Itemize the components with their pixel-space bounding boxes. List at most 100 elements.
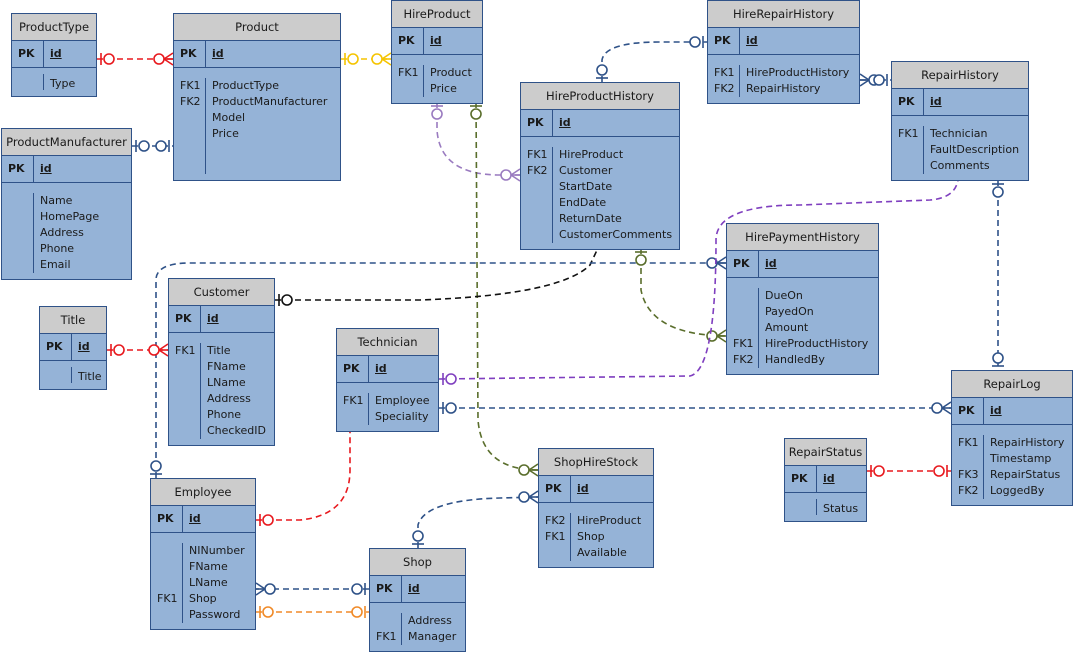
key-label bbox=[527, 179, 552, 195]
entity-title: Shop bbox=[370, 549, 465, 576]
field-email: Email bbox=[40, 258, 71, 271]
relationship-technician-repair-log bbox=[439, 401, 952, 415]
key-label bbox=[545, 545, 570, 561]
field-repair-status: RepairStatus bbox=[990, 468, 1061, 481]
key-label bbox=[157, 607, 182, 623]
key-label bbox=[8, 209, 33, 225]
field-checked-id: CheckedID bbox=[207, 424, 266, 437]
pk-label: PK bbox=[952, 398, 984, 424]
crows-foot-icon bbox=[716, 262, 727, 270]
entity-title: RepairStatus bbox=[785, 439, 866, 466]
relationship-shop-shop-hire-stock bbox=[412, 490, 539, 548]
field-end-date: EndDate bbox=[559, 196, 607, 209]
entity-title: HireRepairHistory bbox=[708, 1, 859, 28]
pk-label: PK bbox=[785, 466, 817, 492]
field-phone: Phone bbox=[40, 242, 75, 255]
entity-title: Title bbox=[40, 307, 106, 334]
key-label: FK1 bbox=[898, 127, 919, 140]
key-label: FK1 bbox=[527, 148, 548, 161]
crows-foot-icon bbox=[941, 407, 952, 415]
field-repair-history: RepairHistory bbox=[746, 82, 821, 95]
key-label bbox=[733, 320, 758, 336]
zero-circle-icon bbox=[500, 169, 512, 181]
key-label bbox=[898, 158, 923, 174]
field-employee: Employee bbox=[375, 394, 430, 407]
pk-field: id bbox=[408, 582, 420, 595]
pk-field: id bbox=[930, 95, 942, 108]
key-label bbox=[157, 543, 182, 559]
entity-title: Technician bbox=[337, 329, 438, 356]
zero-circle-icon bbox=[931, 402, 943, 414]
zero-circle-icon bbox=[150, 460, 162, 472]
crows-foot-icon bbox=[716, 335, 727, 343]
field-lname: LName bbox=[207, 376, 246, 389]
entity-title: RepairLog bbox=[952, 371, 1072, 398]
relationship-technician-repair-history bbox=[438, 160, 965, 385]
zero-circle-icon bbox=[113, 344, 125, 356]
key-label: FK2 bbox=[733, 353, 754, 366]
field-phone: Phone bbox=[207, 408, 242, 421]
pk-field: id bbox=[765, 257, 777, 270]
key-label bbox=[791, 499, 816, 515]
key-label: FK2 bbox=[958, 484, 979, 497]
key-label bbox=[175, 391, 200, 407]
relationship-repair-status-repair-log bbox=[867, 465, 951, 477]
relationship-shop-employee bbox=[255, 582, 369, 596]
key-label: FK2 bbox=[545, 514, 566, 527]
zero-circle-icon bbox=[445, 373, 457, 385]
key-label bbox=[527, 211, 552, 227]
key-label bbox=[376, 613, 401, 629]
zero-circle-icon bbox=[351, 606, 363, 618]
key-label: FK2 bbox=[180, 95, 201, 108]
key-label: FK3 bbox=[958, 468, 979, 481]
key-label bbox=[527, 195, 552, 211]
zero-circle-icon bbox=[518, 491, 530, 503]
field-amount: Amount bbox=[765, 321, 809, 334]
field-technician: Technician bbox=[930, 127, 988, 140]
zero-circle-icon bbox=[431, 108, 443, 120]
pk-field: id bbox=[212, 47, 224, 60]
relationship-line bbox=[436, 102, 520, 176]
entity-title: ProductManufacturer bbox=[2, 129, 131, 156]
field-comments: Comments bbox=[930, 159, 990, 172]
crows-foot-icon bbox=[255, 588, 266, 596]
zero-circle-icon bbox=[518, 464, 530, 476]
zero-circle-icon bbox=[992, 352, 1004, 364]
field-fault-description: FaultDescription bbox=[930, 143, 1020, 156]
key-label bbox=[18, 74, 43, 90]
pk-field: id bbox=[375, 362, 387, 375]
entity-title: Customer bbox=[169, 279, 274, 306]
key-label: FK2 bbox=[527, 164, 548, 177]
field-manager: Manager bbox=[408, 630, 457, 643]
zero-circle-icon bbox=[873, 465, 885, 477]
crows-foot-icon bbox=[381, 52, 392, 60]
crows-foot-icon bbox=[510, 174, 521, 182]
pk-label: PK bbox=[151, 506, 183, 532]
